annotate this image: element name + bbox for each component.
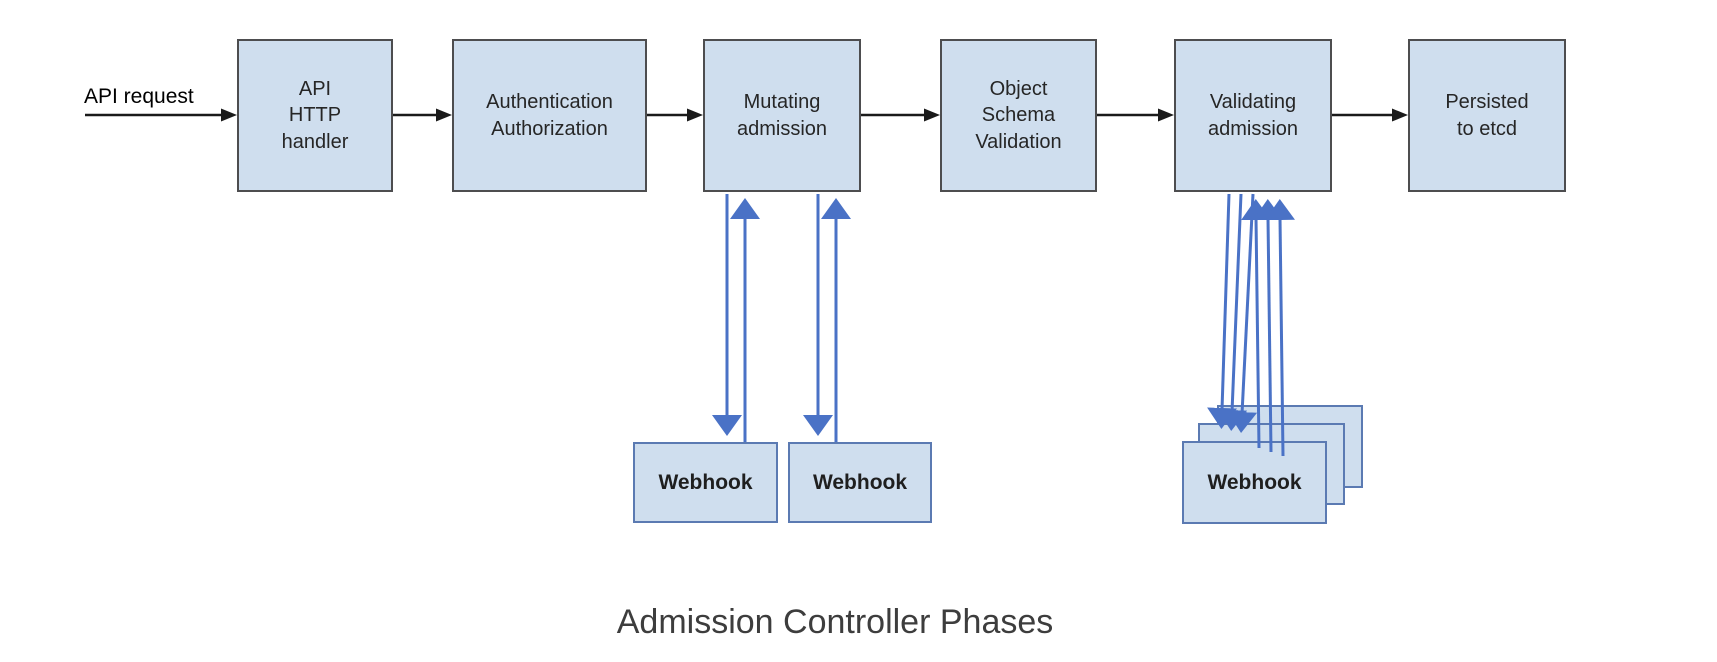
phase-label: API HTTP handler xyxy=(281,77,349,153)
webhook-call-arrow-validating-2 xyxy=(1217,193,1248,431)
webhook-call-arrow-validating-1 xyxy=(1207,193,1238,429)
webhook-label: Webhook xyxy=(812,470,908,494)
phase-box-authentication-authorization: Authentication Authorization xyxy=(452,39,647,192)
phase-label: Object Schema Validation xyxy=(975,77,1062,153)
diagram-caption: Admission Controller Phases xyxy=(616,603,1054,641)
phase-box-validating-admission: Validating admission xyxy=(1174,39,1332,192)
webhook-label: Webhook xyxy=(1207,470,1302,494)
phase-box-object-schema-validation: Object Schema Validation xyxy=(940,39,1097,192)
phase-box-api-http-handler: API HTTP handler xyxy=(237,39,393,192)
validating-webhook-box-front: Webhook xyxy=(1182,441,1327,524)
phase-box-persisted-to-etcd: Persisted to etcd xyxy=(1408,39,1566,192)
mutating-webhook-box-1: Webhook xyxy=(633,442,778,523)
phase-label: Authentication Authorization xyxy=(486,91,613,140)
phase-label: Validating admission xyxy=(1207,91,1299,140)
webhook-call-arrow-validating-3 xyxy=(1227,193,1258,433)
phase-label: Mutating admission xyxy=(736,91,828,140)
webhook-label: Webhook xyxy=(658,470,753,494)
phase-label: Persisted to etcd xyxy=(1445,91,1529,140)
phase-box-mutating-admission: Mutating admission xyxy=(703,39,861,192)
api-request-label: API request xyxy=(84,85,194,108)
mutating-webhook-box-2: Webhook xyxy=(788,442,932,523)
